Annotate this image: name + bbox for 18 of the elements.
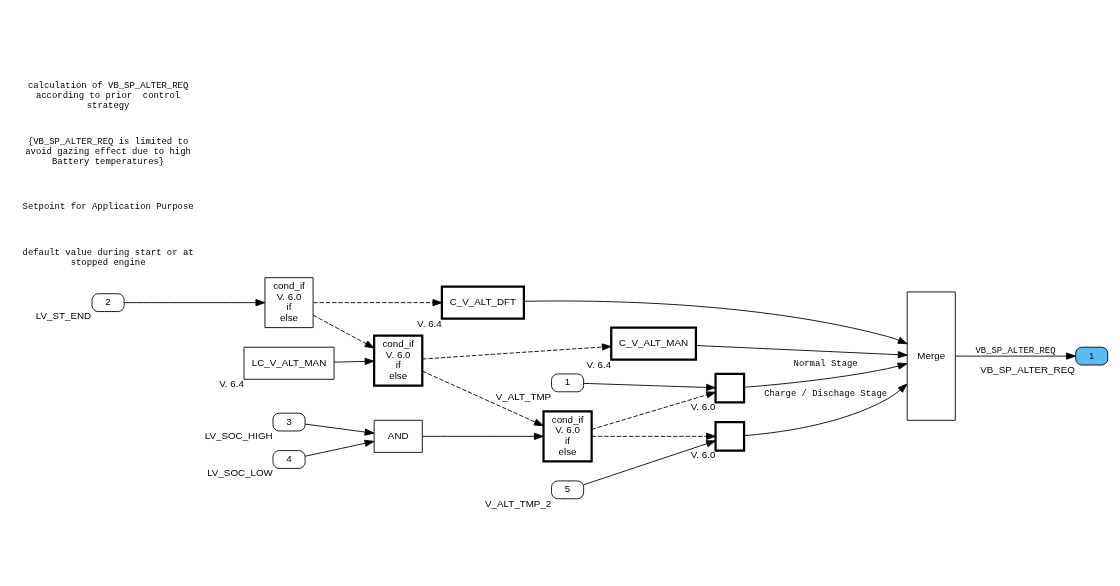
label: calculation of VB_SP_ALTER_REQ according to prior control strategy: [27, 80, 189, 111]
node-label: VB_SP_ALTER_REQ: [980, 363, 1075, 375]
edge-label: Normal Stage: [793, 358, 858, 369]
node-label: LV_SOC_LOW: [207, 466, 273, 478]
node-label: LV_SOC_HIGH: [204, 429, 273, 441]
label: default value during start or at stopped engine: [22, 247, 194, 268]
edge-label: VB_SP_ALTER_REQ: [975, 345, 1056, 356]
node-label: V. 6.4: [417, 317, 442, 329]
node-label: V_ALT_TMP: [495, 390, 552, 402]
node-label: V_ALT_TMP_2: [484, 497, 552, 509]
node-label: V. 6.4: [586, 358, 612, 370]
node-label: LV_ST_END: [35, 309, 92, 321]
node-label: V. 6.0: [690, 448, 716, 460]
node-label: V. 6.4: [219, 377, 244, 389]
node-label: V. 6.0: [690, 400, 716, 412]
label: {VB_SP_ALTER_REQ is limited to avoid gazing effect due to high Battery temperatures}: [25, 136, 191, 167]
edge-label: Charge / Dischage Stage: [764, 388, 888, 399]
label: Setpoint for Application Purpose: [22, 201, 194, 212]
